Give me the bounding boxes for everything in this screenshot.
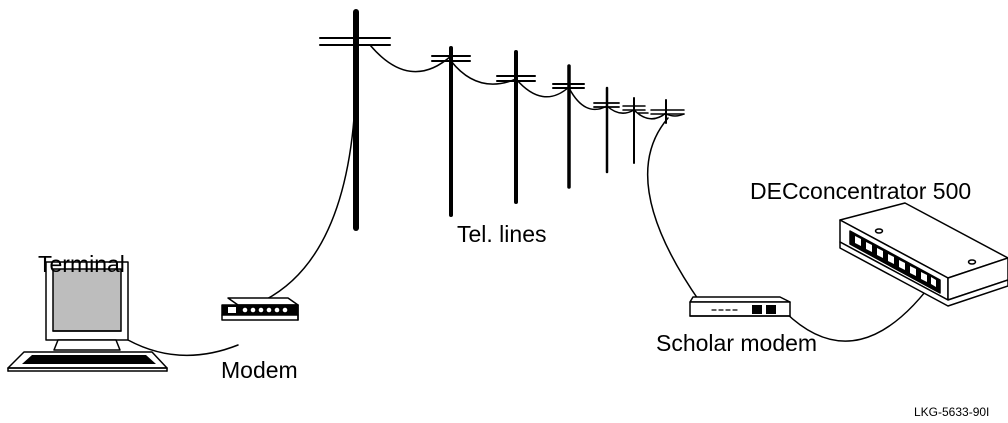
concentrator-icon [839, 202, 1008, 307]
tel-lines-label: Tel. lines [457, 221, 547, 247]
terminal-computer-icon [7, 261, 168, 372]
terminal-label: Terminal [38, 251, 125, 277]
telephone-wires [369, 44, 685, 120]
modem-line-cable [264, 47, 357, 301]
telephone-pole-icon [622, 97, 646, 164]
telephone-pole-icon [637, 99, 685, 124]
modem-label: Modem [221, 357, 298, 383]
modem-icon [221, 297, 299, 321]
telephone-pole-icon [496, 50, 536, 204]
figure-id-label: LKG-5633-90I [914, 405, 990, 419]
telephone-pole-icon [552, 64, 585, 189]
terminal-modem-cable [127, 339, 239, 357]
scholar-modem-icon [689, 296, 791, 317]
telephone-pole-icon [593, 86, 620, 174]
line-drop-cable [646, 117, 701, 303]
telephone-pole-icon [319, 9, 391, 231]
scholar-modem-label: Scholar modem [656, 330, 818, 356]
telephone-pole-icon [431, 46, 471, 217]
scholar-concentrator-cable [784, 274, 939, 342]
concentrator-label: DECconcentrator 500 [750, 178, 972, 204]
